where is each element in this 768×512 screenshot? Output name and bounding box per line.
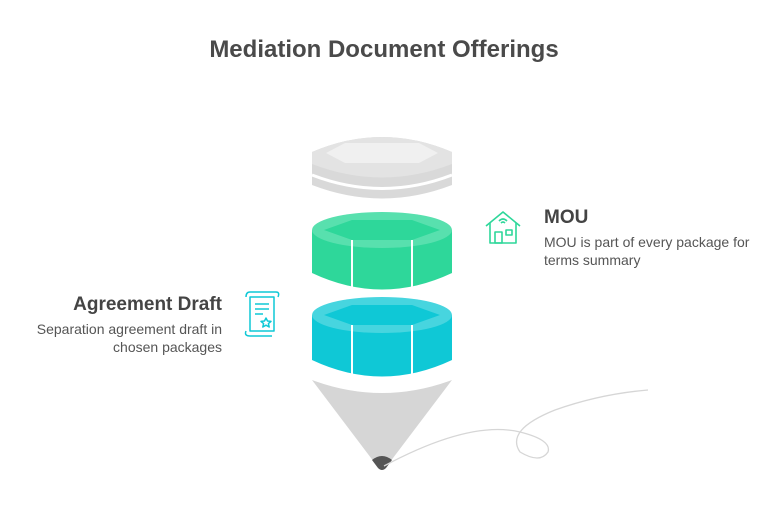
decorative-line — [383, 389, 649, 467]
pencil-segment-agreement-draft — [312, 297, 452, 377]
agreement-draft-description-line-2: chosen packages — [113, 339, 222, 355]
mou-title: MOU — [544, 207, 589, 228]
mou-description: MOU is part of every package for terms s… — [544, 233, 768, 269]
pencil-segment-mou — [312, 212, 452, 290]
agreement-draft-description: Separation agreement draft in chosen pac… — [37, 320, 222, 356]
pencil-eraser-segment — [311, 137, 453, 199]
pencil-tip — [312, 380, 452, 470]
agreement-draft-description-line-1: Separation agreement draft in — [36, 321, 222, 337]
house-icon — [485, 211, 521, 244]
document-certificate-icon — [244, 291, 280, 337]
agreement-draft-title: Agreement Draft — [73, 294, 222, 315]
diagram-title: Mediation Document Offerings — [209, 36, 559, 63]
mou-description-line-2: terms summary — [544, 252, 641, 268]
mou-description-line-1: MOU is part of every package for — [544, 234, 750, 250]
